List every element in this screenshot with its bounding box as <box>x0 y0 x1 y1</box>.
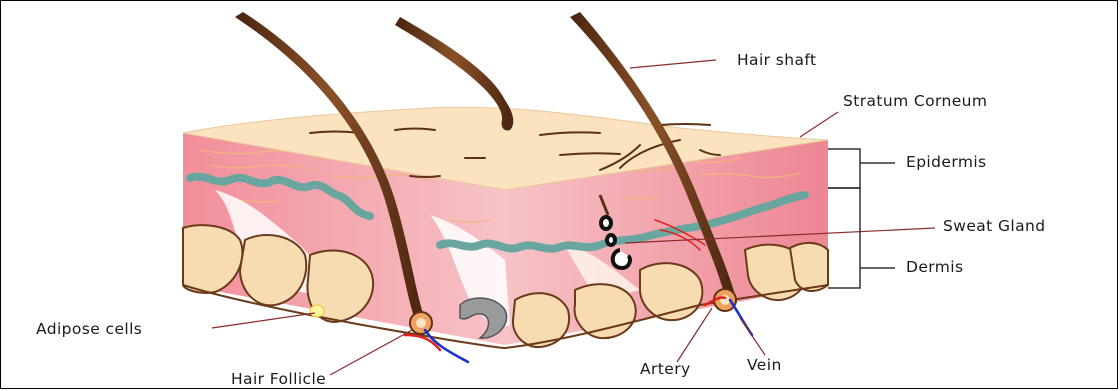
label-epidermis: Epidermis <box>906 153 987 171</box>
pointer-adipose-cells <box>212 313 315 328</box>
label-vein: Vein <box>747 356 782 374</box>
label-adipose-cells: Adipose cells <box>36 320 142 338</box>
pointer-hair-follicle <box>330 330 412 375</box>
pointer-hair-shaft <box>630 60 716 68</box>
pointer-vein <box>740 318 765 355</box>
adipose-highlight <box>310 305 324 317</box>
fat-cell <box>575 284 636 338</box>
label-dermis: Dermis <box>906 258 963 276</box>
bracket-epidermis <box>828 149 860 188</box>
label-hair-shaft: Hair shaft <box>737 51 816 69</box>
pointer-stratum-corneum <box>800 112 838 137</box>
bracket-dermis <box>828 188 860 288</box>
label-stratum-corneum: Stratum Corneum <box>843 92 987 110</box>
label-sweat-gland: Sweat Gland <box>943 217 1045 235</box>
label-hair-follicle: Hair Follicle <box>231 370 326 388</box>
label-artery: Artery <box>640 360 691 378</box>
layer-brackets <box>828 149 895 288</box>
